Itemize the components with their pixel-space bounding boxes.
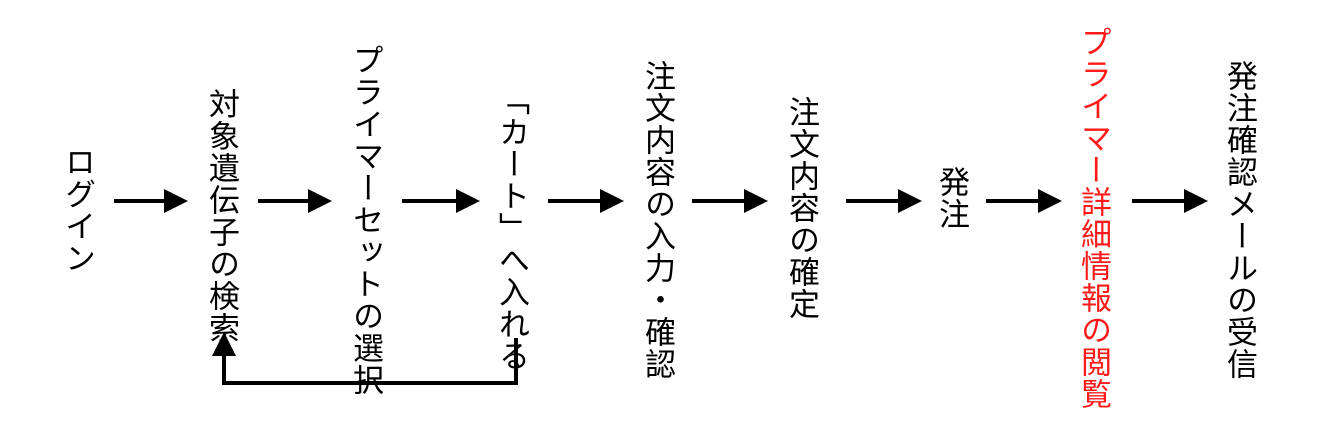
step-gene-search: 対象遺伝子の検索 [203, 88, 239, 344]
step-add-to-cart: 「カート」へ入れる [493, 84, 529, 372]
step-login: ログイン [59, 146, 95, 274]
step-order-confirm: 注文内容の確定 [783, 96, 819, 320]
step-order-email: 発注確認メールの受信 [1221, 60, 1257, 380]
arrow-loop-cart-to-search [212, 332, 518, 385]
step-order-input: 注文内容の入力・確認 [639, 60, 675, 380]
step-primer-select: プライマーセットの選択 [347, 44, 383, 396]
step-order-place: 発注 [933, 166, 969, 230]
step-primer-details: プライマー詳細情報の閲覧 [1075, 26, 1111, 410]
